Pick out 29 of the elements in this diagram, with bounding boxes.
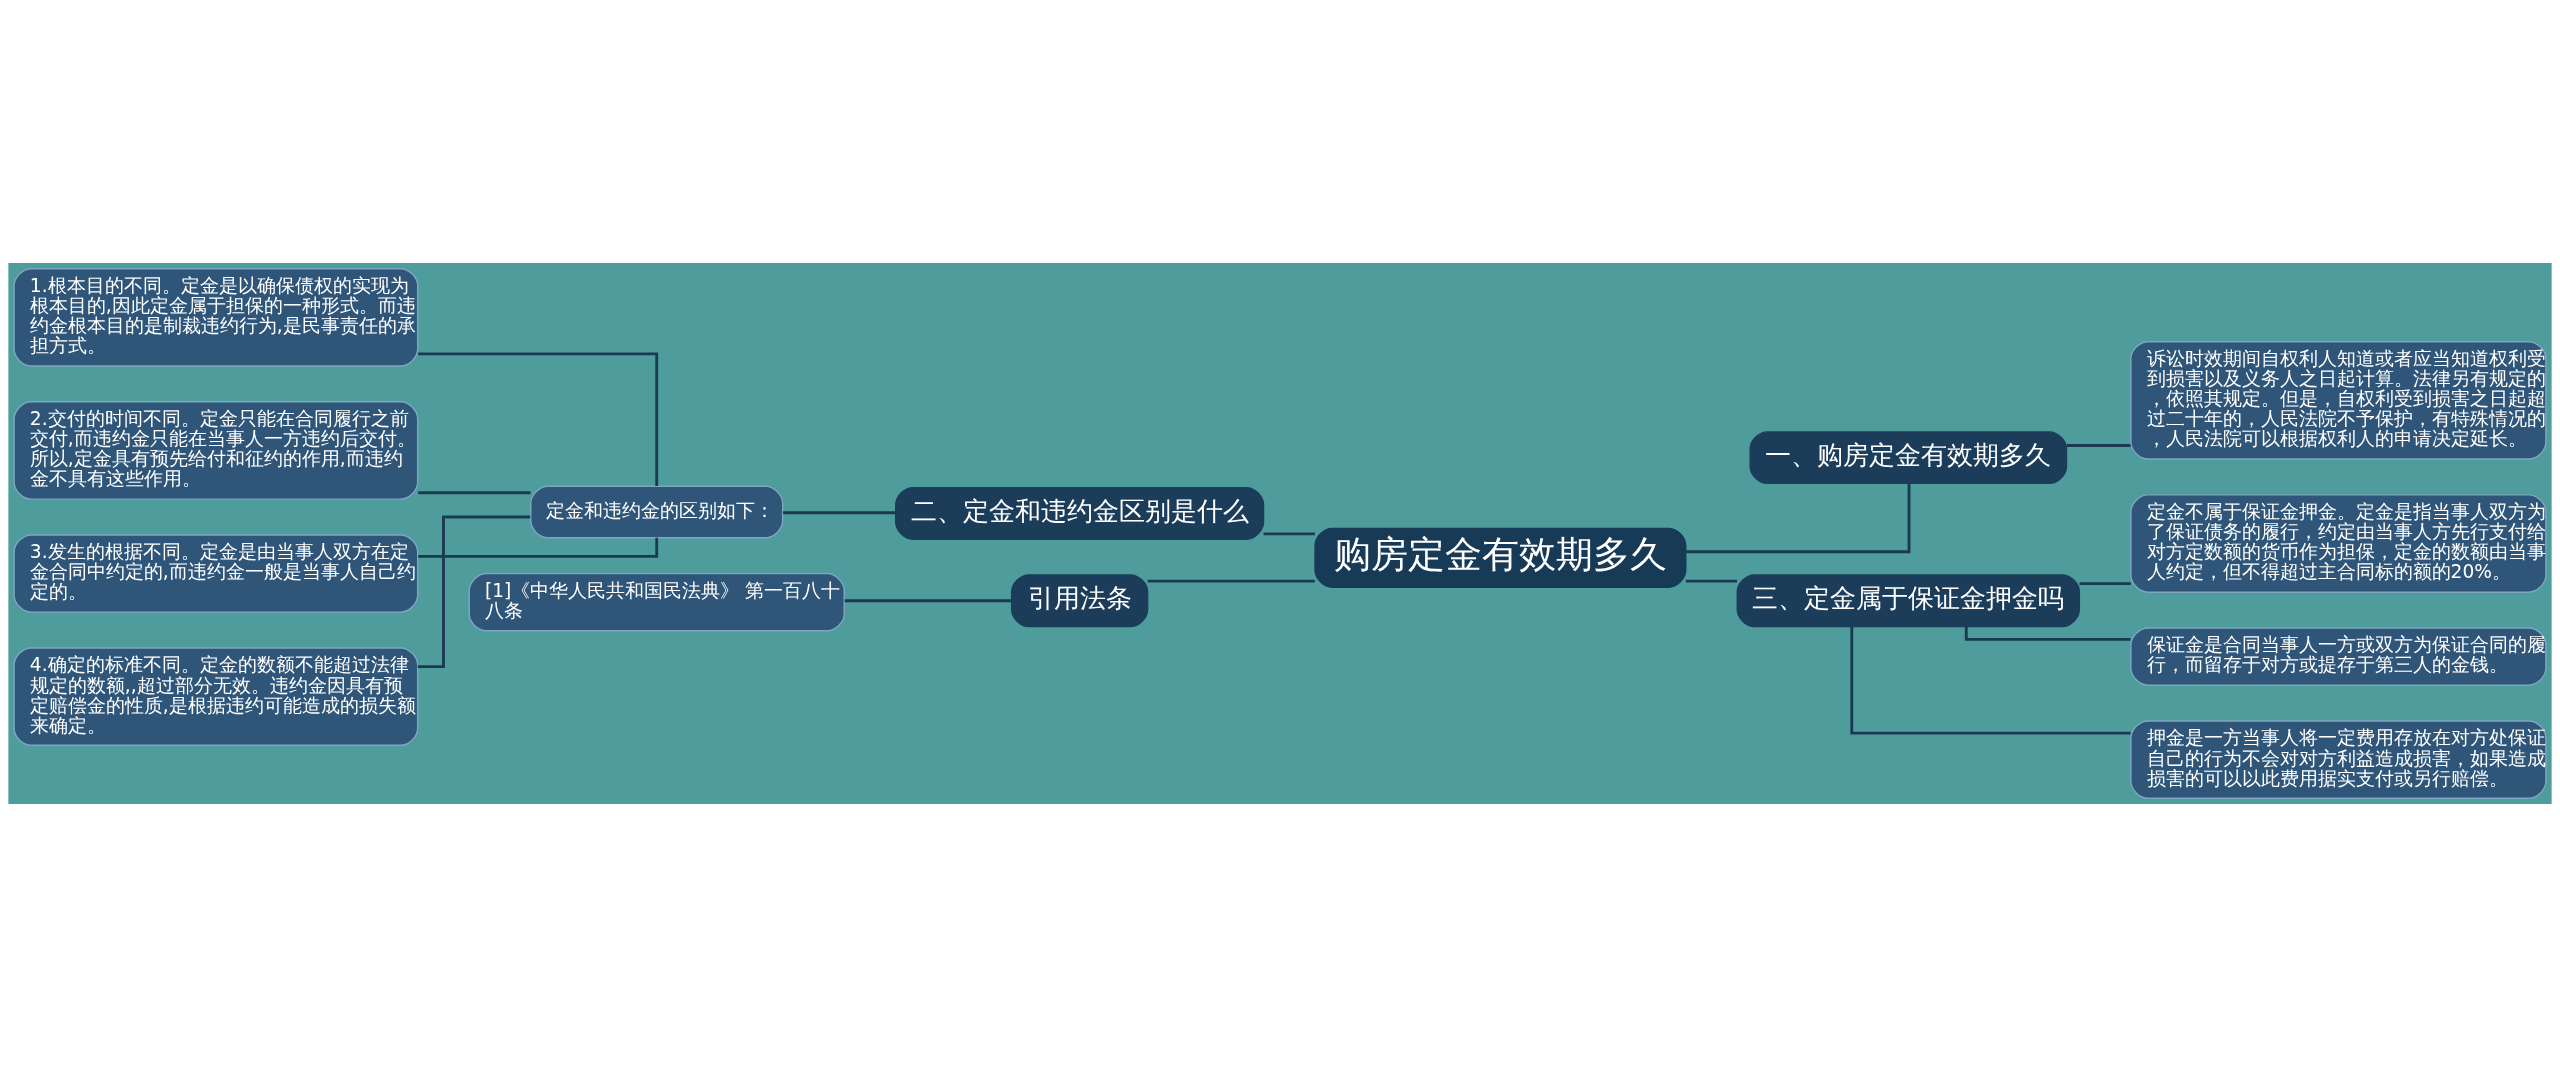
- connector: [1850, 626, 2131, 735]
- node-box: 押金是一方当事人将一定费用存放在对方处保证自己的行为不会对对方利益造成损害，如果造成损害的可以以此费用据实支付或另行赔偿。: [2130, 720, 2547, 799]
- connector: [418, 491, 531, 495]
- connector: [1263, 532, 1315, 536]
- connector: [1685, 579, 1738, 583]
- node-box: 一、购房定金有效期多久: [1749, 431, 2068, 485]
- node-box: 定金和违约金的区别如下：: [530, 485, 784, 539]
- connector: [783, 511, 896, 515]
- connector: [417, 515, 531, 669]
- node-box: 定金不属于保证金押金。定金是指当事人双方为了保证债务的履行，约定由当事人方先行支付给对方定数额的货币作为担保，定金的数额由当事人约定，但不得超过主合同标的额的20%。: [2130, 494, 2547, 593]
- connector: [1964, 626, 2131, 641]
- connector: [2066, 444, 2131, 447]
- node-box: 引用法条: [1010, 574, 1149, 628]
- node-box: 诉讼时效期间自权利人知道或者应当知道权利受到损害以及义务人之日起计算。法律另有规定的，依照其规定。但是，自权利受到损害之日起超过二十年的，人民法院不予保护，有特殊情况的，人民法院可以根据权利人的申请决定延长。: [2130, 341, 2547, 460]
- connector: [844, 599, 1012, 603]
- node-box: 2.交付的时间不同。定金只能在合同履行之前交付,而违约金只能在当事人一方违约后交付。所以,定金具有预先给付和征约的作用,而违约金不具有这些作用。: [13, 401, 419, 500]
- node-box: 二、定金和违约金区别是什么: [895, 487, 1265, 540]
- node-box: 4.确定的标准不同。定金的数额不能超过法律规定的数额,,超过部分无效。违约金因具有预定赔偿金的性质,是根据违约可能造成的损失额来确定。: [13, 647, 419, 747]
- node-box: 保证金是合同当事人一方或双方为保证合同的履行，而留存于对方或提存于第三人的金钱。: [2130, 627, 2547, 686]
- node-box: 购房定金有效期多久: [1314, 527, 1687, 588]
- connector: [418, 352, 659, 486]
- node-box: [1]《中华人民共和国民法典》 第一百八十八条: [468, 572, 845, 632]
- connector: [1686, 483, 1911, 554]
- connector: [2079, 582, 2131, 585]
- connector: [418, 537, 659, 558]
- node-box: 三、定金属于保证金押金吗: [1736, 574, 2081, 628]
- connector: [1147, 579, 1315, 583]
- node-box: 1.根本目的不同。定金是以确保债权的实现为根本目的,因此定金属于担保的一种形式。而违约金根本目的是制裁违约行为,是民事责任的承担方式。: [13, 268, 419, 367]
- node-box: 3.发生的根据不同。定金是由当事人双方在定金合同中约定的,而违约金一般是当事人自己约定的。: [13, 534, 419, 613]
